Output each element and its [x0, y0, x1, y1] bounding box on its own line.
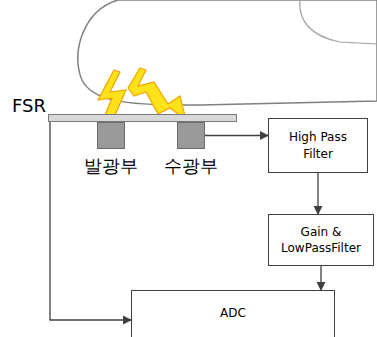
light-emitter: 발광부 [97, 122, 125, 149]
signal-arrow [205, 135, 268, 136]
part-label: 수광부 [164, 154, 218, 178]
fsr-sensor-bar: FSR [48, 114, 237, 122]
filter-box: High Pass Filter [268, 118, 368, 173]
filter-box: Gain & LowPassFilter [268, 214, 374, 266]
box-text: Gain & LowPassFilter [269, 224, 373, 256]
signal-arrow [50, 122, 131, 320]
box-text: High Pass Filter [269, 129, 367, 161]
signal-arrow [320, 266, 321, 290]
part-label: 발광부 [84, 154, 138, 178]
finger-nail [300, 0, 377, 44]
box-text: ADC [216, 305, 250, 321]
part-label: FSR [12, 95, 46, 116]
finger [78, 0, 377, 105]
signal-arrow [317, 173, 318, 214]
light-bolt [128, 68, 186, 120]
adc-box: ADC [131, 290, 335, 337]
light-receiver: 수광부 [177, 122, 205, 149]
